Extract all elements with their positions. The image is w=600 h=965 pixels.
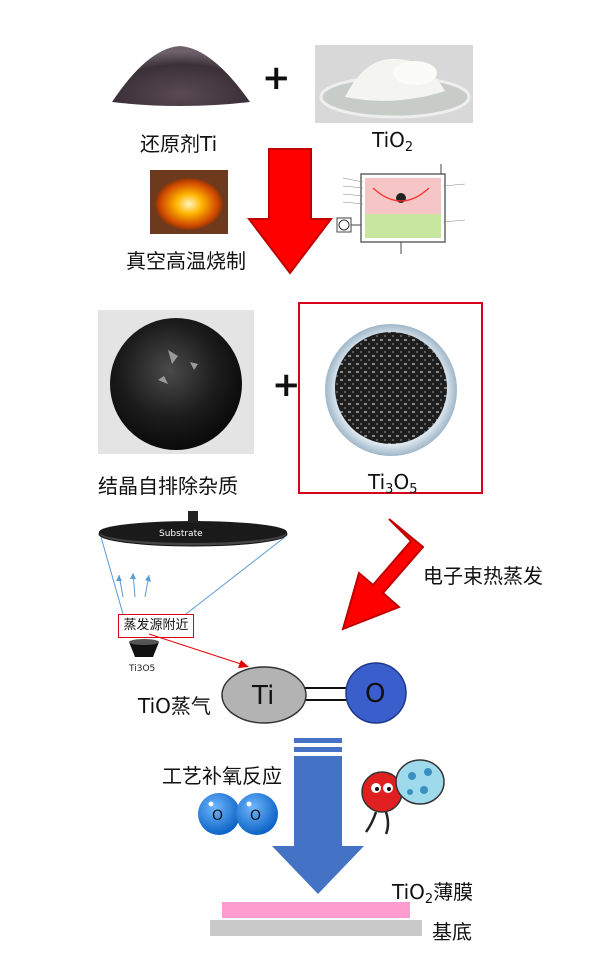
- plus-sign-2: +: [272, 365, 301, 405]
- oxygen-supplement-label: 工艺补氧反应: [162, 764, 282, 788]
- blue-down-arrow: [272, 738, 364, 894]
- tio2-powder-image: [315, 45, 473, 123]
- ti-reductant-label: 还原剂Ti: [140, 132, 218, 156]
- evaporation-source-area-box: 蒸发源附近: [118, 614, 194, 638]
- o-atom-label: O: [365, 679, 385, 709]
- o2-molecule-icon: O O: [198, 793, 278, 835]
- tio2-film-layer: [222, 902, 410, 918]
- furnace-fire-image: [150, 170, 228, 234]
- ebeam-evaporation-label: 电子束热蒸发: [423, 564, 543, 588]
- plus-sign-1: +: [262, 58, 291, 98]
- tio-vapor-label: TiO蒸气: [138, 694, 211, 718]
- cartoon-molecule-icon: [361, 759, 445, 835]
- ti3o5-dish-image: [325, 324, 457, 456]
- ti3o5-label: Ti3O5: [368, 470, 418, 497]
- tio2-label: TiO2: [372, 128, 414, 155]
- crucible-label: Ti3O5: [128, 664, 155, 674]
- tio-molecule: Ti O: [221, 662, 407, 724]
- evaporation-chamber-diagram: Substrate Ti3O5: [98, 511, 288, 674]
- ti3o5-highlight-box: [298, 302, 483, 494]
- sintering-label: 真空高温烧制: [126, 249, 246, 273]
- red-down-arrow-1: [247, 148, 333, 275]
- red-pointer-arrow: [148, 633, 249, 668]
- substrate-label: Substrate: [159, 529, 203, 539]
- o2-atom-label-1: O: [212, 808, 223, 824]
- o2-atom-label-2: O: [250, 808, 261, 824]
- o-atom: [345, 662, 407, 724]
- vacuum-furnace-diagram: [336, 164, 466, 254]
- ti-atom-label: Ti: [251, 681, 274, 711]
- substrate-layer: [210, 920, 422, 936]
- ti-atom: [221, 666, 307, 724]
- impurity-removal-label: 结晶自排除杂质: [98, 474, 238, 498]
- crystal-lump-image: [98, 310, 254, 454]
- red-diagonal-arrow: [341, 518, 425, 631]
- ti-powder-image: [112, 46, 250, 106]
- tio2-film-label: TiO2薄膜: [392, 880, 474, 907]
- substrate-base-label: 基底: [432, 920, 472, 944]
